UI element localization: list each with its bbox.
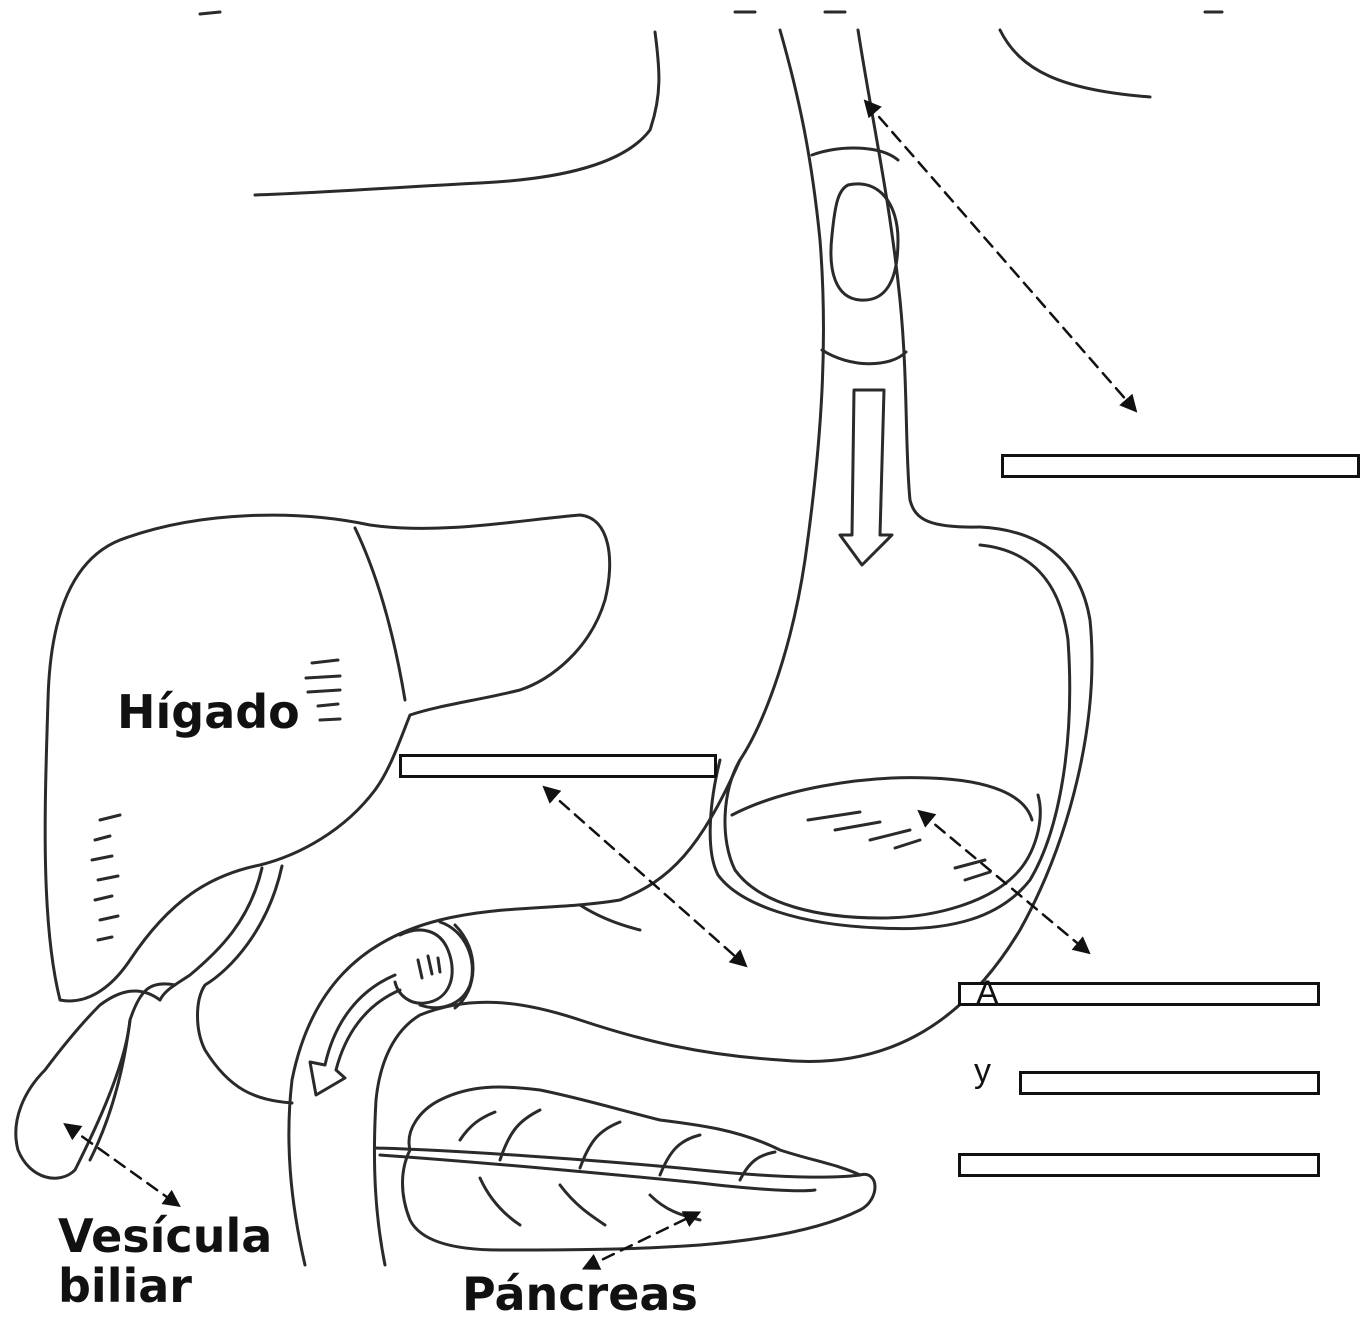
middle-answer-box[interactable] [399,754,717,778]
gallbladder-and-bile-duct [16,866,292,1178]
stomach-answer-box-2[interactable] [1019,1071,1320,1095]
middle-pointer-arrow [545,788,745,965]
food-direction-arrow [840,390,892,565]
esophagus-pointer-arrow [866,102,1135,410]
letter-y-label: y [974,1054,991,1088]
stomach-answer-box-3[interactable] [958,1153,1320,1177]
stomach-answer-box-1[interactable] [958,982,1320,1006]
gallbladder-label: Vesícula biliar [58,1212,272,1311]
liver-label: Hígado [117,688,300,738]
head-outline [200,12,1222,195]
gallbladder-pointer-arrow [66,1125,178,1205]
food-bolus [831,184,898,300]
letter-a-label: A [976,976,999,1010]
pancreas-label: Páncreas [462,1270,698,1320]
chyme-direction-arrow [310,975,400,1095]
pancreas [375,1087,875,1250]
esophagus-answer-box[interactable] [1001,454,1360,478]
esophagus [740,30,980,760]
